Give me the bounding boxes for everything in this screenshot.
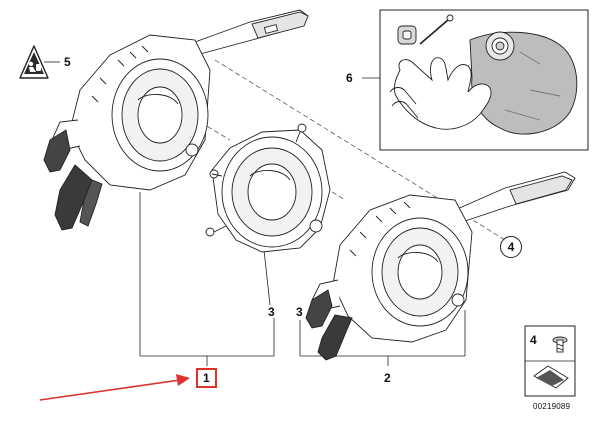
document-number: 00219089 — [533, 402, 571, 411]
screw-icon — [552, 336, 568, 353]
clock-spring-3 — [205, 123, 331, 253]
highlight-arrow-icon — [39, 374, 190, 401]
gloves-panel — [379, 9, 589, 151]
airbag-warning-icon — [19, 45, 49, 79]
direction-arrow-icon — [533, 365, 569, 389]
callout-part-2[interactable]: 2 — [384, 371, 391, 385]
callout-part-6[interactable]: 6 — [346, 71, 353, 85]
callout-part-5[interactable]: 5 — [64, 55, 71, 69]
callout-part-3-right[interactable]: 3 — [296, 305, 303, 319]
callout-part-3-left[interactable]: 3 — [268, 305, 275, 319]
callout-part-4[interactable]: 4 — [500, 236, 522, 258]
small-parts-legend — [524, 325, 576, 397]
callout-part-1[interactable]: 1 — [196, 368, 217, 388]
legend-screw-number: 4 — [530, 333, 537, 347]
gloves-icon — [389, 14, 578, 135]
switch-assembly-2 — [305, 171, 576, 361]
switch-assembly-1 — [43, 9, 309, 231]
